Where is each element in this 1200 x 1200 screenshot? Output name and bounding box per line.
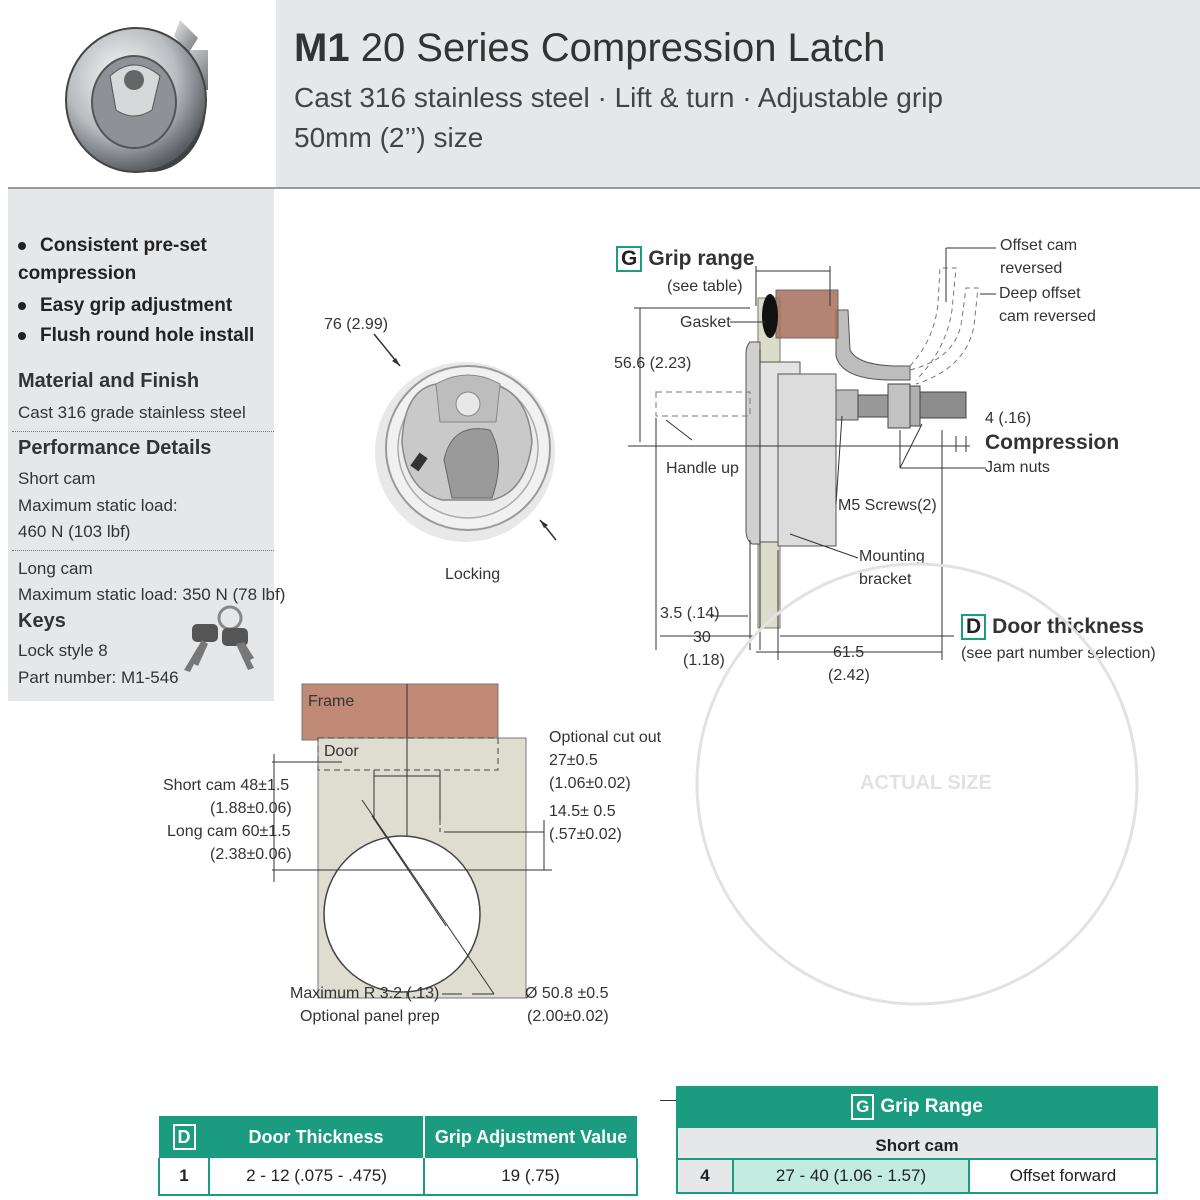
material-text: Cast 316 grade stainless steel bbox=[18, 403, 246, 422]
lock-style: Lock style 8 bbox=[18, 641, 108, 660]
cutout-dim-in: (1.06±0.02) bbox=[549, 775, 631, 792]
page-size-line: 50mm (2’’) size bbox=[294, 122, 484, 153]
cutout-dim: 27±0.5 bbox=[549, 752, 598, 769]
door-letter-badge: D bbox=[961, 614, 987, 640]
grip-letter-badge: G bbox=[616, 246, 643, 272]
page-subtitle: Cast 316 stainless steel · Lift & turn ·… bbox=[294, 82, 943, 113]
dim-61-5-in-label: (2.42) bbox=[828, 667, 870, 684]
see-table-label: (see table) bbox=[667, 278, 743, 295]
page-title: M1 20 Series Compression Latch bbox=[294, 26, 886, 70]
divider bbox=[12, 431, 274, 432]
spec-sidebar bbox=[8, 189, 274, 701]
offset-cam-reversed-label: reversed bbox=[1000, 260, 1063, 277]
header-rule bbox=[8, 187, 1200, 189]
max-radius-label: Maximum R 3.2 (.13) bbox=[290, 985, 440, 1002]
deep-offset-reversed-label: cam reversed bbox=[999, 308, 1096, 325]
bullet-icon bbox=[18, 331, 26, 340]
product-photo bbox=[65, 20, 208, 173]
dim-30-label: 30 bbox=[693, 629, 711, 646]
frame-label: Frame bbox=[308, 693, 355, 710]
actual-size-label: ACTUAL SIZE bbox=[860, 772, 992, 794]
handle-up-label: Handle up bbox=[666, 460, 739, 477]
locking-label: Locking bbox=[445, 566, 501, 583]
table-header: D bbox=[159, 1116, 209, 1158]
actual-size-circle bbox=[695, 562, 1139, 1006]
table-header: Grip Adjustment Value bbox=[423, 1116, 637, 1158]
offset-cam-label: Offset cam bbox=[1000, 237, 1078, 254]
hole-dia-label: Ø 50.8 ±0.5 bbox=[525, 985, 609, 1002]
dim-14-5: 14.5± 0.5 bbox=[549, 803, 616, 820]
side-view-drawing bbox=[628, 247, 996, 660]
compression-value: 4 (.16) bbox=[985, 410, 1032, 427]
optional-prep-label: Optional panel prep bbox=[300, 1008, 440, 1025]
dim-14-5-in: (.57±0.02) bbox=[549, 826, 622, 843]
gasket-label: Gasket bbox=[680, 314, 731, 331]
front-view-drawing bbox=[373, 333, 557, 542]
front-dia-label: 76 (2.99) bbox=[324, 316, 389, 333]
feature-item: Consistent pre-set compression bbox=[18, 235, 207, 284]
table-row: 4 27 - 40 (1.06 - 1.57) Offset forward bbox=[676, 1158, 1158, 1194]
short-cam-dim-in: (1.88±0.06) bbox=[210, 800, 292, 817]
long-cam-dim: Long cam 60±1.5 bbox=[167, 823, 291, 840]
short-cam-load-label: Maximum static load: bbox=[18, 496, 178, 515]
long-cam-load: Maximum static load: 350 N (78 lbf) bbox=[18, 585, 286, 604]
hole-dia-in-label: (2.00±0.02) bbox=[527, 1008, 609, 1025]
dim-3-5-label: 3.5 (.14) bbox=[660, 605, 720, 622]
bullet-icon bbox=[18, 301, 26, 310]
material-heading: Material and Finish bbox=[18, 370, 200, 392]
performance-heading: Performance Details bbox=[18, 437, 212, 459]
long-cam-dim-in: (2.38±0.06) bbox=[210, 846, 292, 863]
table-row: 1 2 - 12 (.075 - .475) 19 (.75) bbox=[158, 1158, 638, 1196]
grip-table-subheader: Short cam bbox=[676, 1128, 1158, 1158]
long-cam-label: Long cam bbox=[18, 559, 93, 578]
compression-label: Compression bbox=[985, 431, 1120, 454]
short-cam-load-value: 460 N (103 lbf) bbox=[18, 522, 131, 541]
door-thickness-table: D Door Thickness Grip Adjustment Value 1… bbox=[158, 1116, 638, 1196]
bullet-icon bbox=[18, 241, 26, 250]
feature-item: Flush round hole install bbox=[18, 322, 254, 350]
feature-item: Easy grip adjustment bbox=[18, 292, 232, 320]
jam-nuts-label: Jam nuts bbox=[985, 459, 1050, 476]
keys-icon bbox=[184, 605, 254, 672]
short-cam-label: Short cam bbox=[18, 469, 96, 488]
key-part-number: Part number: M1-546 bbox=[18, 668, 179, 687]
optional-cutout-label: Optional cut out bbox=[549, 729, 662, 746]
height-dim-label: 56.6 (2.23) bbox=[614, 355, 692, 372]
door-label: Door bbox=[324, 743, 359, 760]
see-part-label: (see part number selection) bbox=[961, 645, 1156, 662]
dim-30-in-label: (1.18) bbox=[683, 652, 725, 669]
m5-screws-label: M5 Screws(2) bbox=[838, 497, 937, 514]
deep-offset-label: Deep offset bbox=[999, 285, 1081, 302]
divider bbox=[12, 550, 274, 551]
dim-61-5-label: 61.5 bbox=[833, 644, 865, 661]
bracket-label: bracket bbox=[859, 571, 912, 588]
header-band bbox=[276, 0, 1200, 188]
mounting-label: Mounting bbox=[859, 548, 925, 565]
keys-heading: Keys bbox=[18, 610, 66, 632]
table-header: Door Thickness bbox=[209, 1116, 424, 1158]
short-cam-dim: Short cam 48±1.5 bbox=[163, 777, 290, 794]
cutout-drawing bbox=[272, 683, 552, 999]
